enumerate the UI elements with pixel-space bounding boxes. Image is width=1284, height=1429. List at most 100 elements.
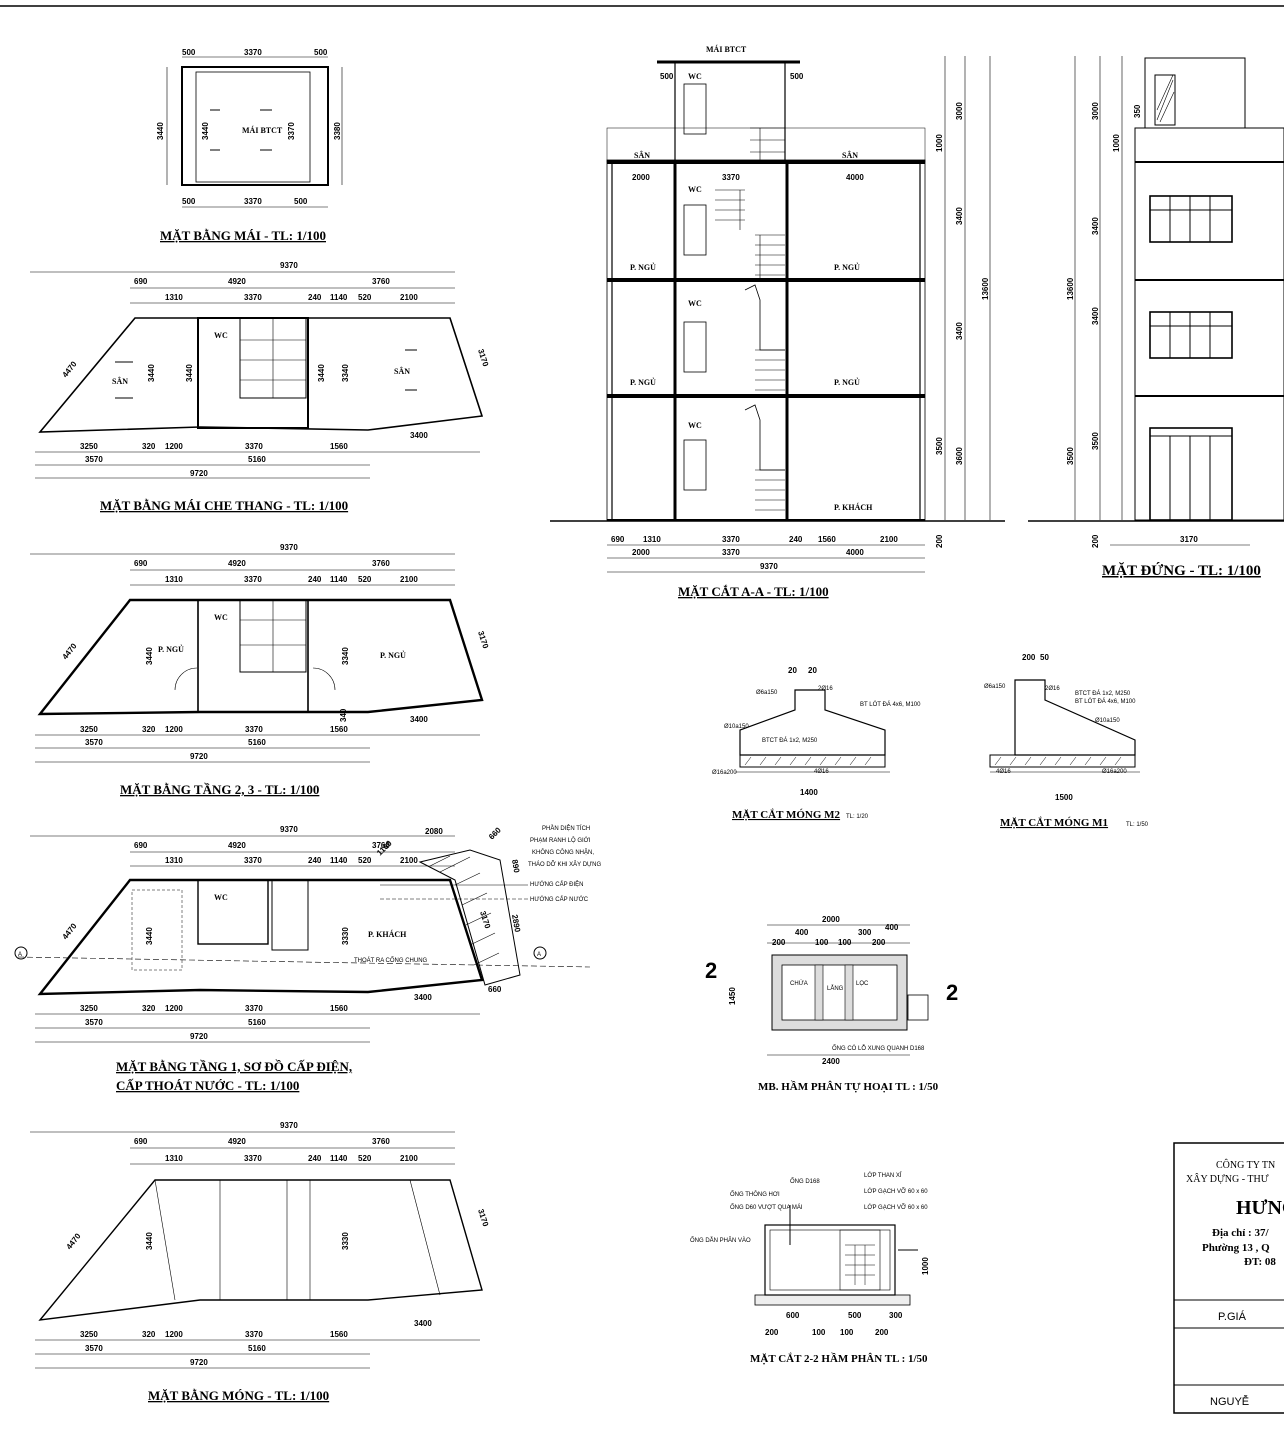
sr-top2-2: 240: [308, 293, 322, 302]
sr-right-h2: 3340: [341, 364, 350, 382]
sr-top2-1: 3370: [244, 293, 262, 302]
m1-bar-3: 4Ø16: [996, 769, 1011, 775]
sec-top-dim-1: 500: [790, 72, 804, 81]
f1-sec-mark-right: A: [537, 952, 541, 958]
fd-top2-5: 2100: [400, 1154, 418, 1163]
f23-bot1-1: 320: [142, 725, 156, 734]
septic-mark-right: 2: [946, 980, 958, 1005]
floor1-plan-title-2: CẤP THOÁT NƯỚC - TL: 1/100: [116, 1078, 299, 1093]
sr-top2-3: 1140: [330, 293, 348, 302]
septic-plan: 2000 400 100 100 300 400 200 200 CHỨA LẮ…: [705, 915, 958, 1093]
elev-width: 3170: [1180, 535, 1198, 544]
sec-total-h: 13600: [981, 277, 990, 300]
m1-dim-2: 1500: [1055, 793, 1073, 802]
fd-right-h: 3330: [341, 1232, 350, 1250]
f23-top1-0: 690: [134, 559, 148, 568]
f1-left-diag: 4470: [60, 921, 78, 941]
sr-bot2-1: 5160: [248, 455, 266, 464]
ss-note-4: LỚP THAN XỈ: [864, 1172, 902, 1179]
fd-top2-3: 1140: [330, 1154, 348, 1163]
roof-dim-bottom-1: 3370: [244, 197, 262, 206]
f23-bot2-1: 5160: [248, 738, 266, 747]
elevation-title: MẶT ĐỨNG - TL: 1/100: [1102, 562, 1261, 579]
sr-stair-h2: 3440: [185, 364, 194, 382]
f1-top2-2: 240: [308, 856, 322, 865]
roof-dim-right-0: 3370: [287, 122, 296, 140]
f1-note-4: THÁO DỠ KHI XÂY DỰNG: [528, 861, 602, 868]
roof-dim-top-0: 500: [182, 48, 196, 57]
septic-height: 1450: [728, 987, 737, 1005]
f23-bot1-4: 1560: [330, 725, 348, 734]
m1-bar-2: Ø10a150: [1095, 718, 1120, 724]
sr-bot1-2: 1200: [165, 442, 183, 451]
f23-small-h: 340: [339, 708, 348, 722]
f1-bot-total: 9720: [190, 1032, 208, 1041]
sec-dim-r-4: 3500: [935, 437, 944, 455]
sec-bot1-2: 3370: [722, 535, 740, 544]
f1-bot1-4: 1560: [330, 1004, 348, 1013]
f23-top2-2: 240: [308, 575, 322, 584]
f23-top1-1: 4920: [228, 559, 246, 568]
f1-top1-2: 3760: [372, 841, 390, 850]
sec-bot1-4: 1560: [818, 535, 836, 544]
f23-wc: WC: [214, 613, 228, 622]
f23-pngu-left: P. NGỦ: [158, 644, 184, 654]
sec-roof-label: MÁI BTCT: [706, 44, 747, 54]
f1-top2-3: 1140: [330, 856, 348, 865]
ss-note-3: ỐNG DẪN PHÂN VÀO: [690, 1237, 751, 1244]
elev-dim-2: 3400: [1091, 217, 1100, 235]
sr-san-right: SÂN: [394, 366, 410, 376]
m1-bar-0: Ø6a150: [984, 684, 1006, 690]
fd-bot1-4: 1560: [330, 1330, 348, 1339]
elev-dim-0: 3000: [1091, 102, 1100, 120]
septic-room-1: LẮNG: [827, 984, 844, 992]
f1-stair-h: 3440: [145, 927, 154, 945]
m2-bar-4: Ø16a200: [712, 770, 737, 776]
ss-dim-6: 200: [875, 1328, 889, 1337]
ss-dim-5: 100: [840, 1328, 854, 1337]
septic-dim-4: 300: [858, 928, 872, 937]
m2-note-0: BTCT ĐÁ 1x2, M250: [762, 737, 818, 744]
septic-dim-2: 100: [815, 938, 829, 947]
sec-bot1-3: 240: [789, 535, 803, 544]
elev-dim-3: 3400: [1091, 307, 1100, 325]
septic-mark-left: 2: [705, 958, 717, 983]
roof-plan: 500 3370 500 500 3370 500 3440 3440 3370…: [156, 48, 343, 243]
sec-dim-r-0: 3000: [955, 102, 964, 120]
f23-top2-3: 1140: [330, 575, 348, 584]
tb-phone: ĐT: 08: [1244, 1256, 1276, 1268]
f23-top2-5: 2100: [400, 575, 418, 584]
f1-dim-650: 660: [488, 985, 502, 994]
sec-pkhach: P. KHÁCH: [834, 502, 873, 512]
fd-bot1-0: 3250: [80, 1330, 98, 1339]
f1-dim-2: 660: [487, 825, 503, 841]
sr-san-left: SÂN: [112, 376, 128, 386]
roof-dim-left-1: 3440: [201, 122, 210, 140]
sr-bot1-1: 320: [142, 442, 156, 451]
sec-san-right: SÂN: [842, 150, 858, 160]
sr-bot-total: 9720: [190, 469, 208, 478]
sr-wc: WC: [214, 331, 228, 340]
f23-top2-1: 3370: [244, 575, 262, 584]
sec-bot2-2: 4000: [846, 548, 864, 557]
m1-dim-1: 50: [1040, 653, 1049, 662]
ss-dim-3: 200: [765, 1328, 779, 1337]
footing-m2-scale: TL: 1/20: [846, 814, 869, 820]
foundation-plan-title: MẶT BẰNG MÓNG - TL: 1/100: [148, 1388, 329, 1403]
sec-wc-3: WC: [688, 299, 702, 308]
fd-bot1-3: 3370: [245, 1330, 263, 1339]
f1-dim-0: 2080: [425, 827, 443, 836]
f1-bot1-3: 3370: [245, 1004, 263, 1013]
f1-note-3: KHÔNG CÔNG NHẬN,: [532, 849, 594, 856]
f1-bot1-2: 1200: [165, 1004, 183, 1013]
sr-bot1-4: 1560: [330, 442, 348, 451]
roof-label: MÁI BTCT: [242, 125, 283, 135]
sr-stair-h: 3440: [147, 364, 156, 382]
sr-top1-1: 4920: [228, 277, 246, 286]
sec-dim-r-3: 3400: [955, 322, 964, 340]
septic-room-2: LỌC: [856, 981, 869, 987]
f23-total-top: 9370: [280, 543, 298, 552]
ss-h: 1000: [921, 1257, 930, 1275]
sec-wc-2: WC: [688, 185, 702, 194]
